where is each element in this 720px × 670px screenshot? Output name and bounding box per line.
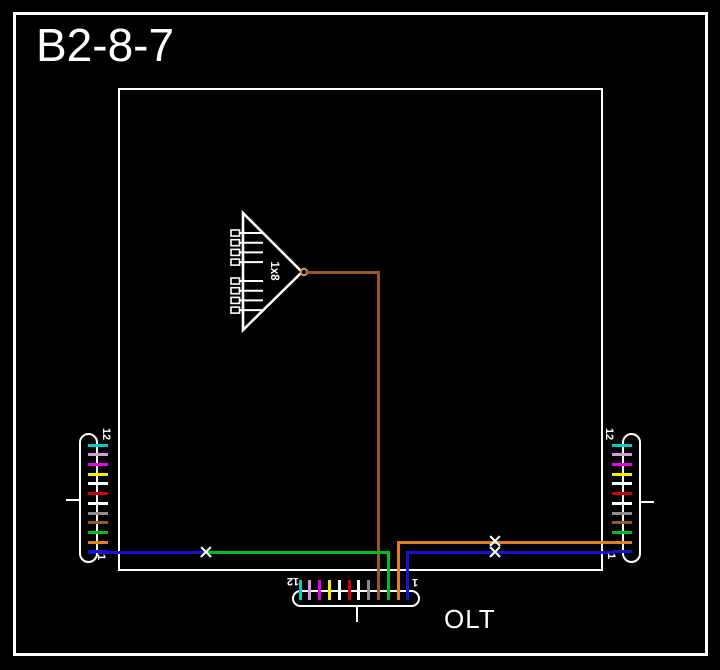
left-connector-fiber-3: [88, 531, 108, 535]
right-connector-fiber-10: [612, 462, 632, 466]
route-blue-right-vertical: [406, 550, 410, 600]
route-orange-right-vertical: [396, 540, 400, 600]
splitter-port-connector-7: [230, 296, 241, 305]
splitter-triangle: [241, 209, 304, 334]
right-connector-fiber-5: [612, 511, 632, 515]
splitter-port-connector-6: [230, 286, 241, 295]
left-connector-fiber-8: [88, 482, 108, 486]
route-blue-right-horizontal: [407, 550, 612, 554]
left-connector-fiber-7: [88, 492, 108, 496]
splitter-port-connector-3: [230, 248, 241, 257]
right-connector-fiber-3: [612, 531, 632, 535]
route-green-horizontal: [206, 550, 390, 554]
splitter-ports: [230, 229, 263, 314]
main-box: [118, 88, 603, 571]
outer-border: [13, 12, 708, 656]
splitter-port-connector-1: [230, 229, 241, 237]
splitter: 1x8: [230, 209, 309, 334]
splice-mark-blue-green: [199, 545, 213, 559]
right-connector-fiber-8: [612, 482, 632, 486]
splitter-port-connector-2: [230, 238, 241, 247]
left-connector-fiber-10: [88, 462, 108, 466]
route-brown-splitter-horizontal: [307, 270, 380, 274]
olt-connector-fiber-4: [376, 580, 380, 600]
olt-connector-tick: [355, 607, 358, 622]
left-connector-fiber-6: [88, 501, 108, 505]
left-connector-body: [79, 433, 98, 563]
route-orange-right-horizontal: [398, 540, 612, 544]
right-connector-fiber-2: [612, 540, 632, 544]
right-connector-fiber-4: [612, 521, 632, 525]
route-blue-left-feeder: [88, 550, 206, 554]
olt-connector-fiber-11: [308, 580, 312, 600]
right-connector-fiber-11: [612, 453, 632, 457]
right-connector-fiber-12: [612, 443, 632, 447]
splice-mark-blue: [488, 546, 502, 560]
olt-caption: OLT: [444, 604, 496, 634]
olt-connector-fiber-3: [386, 580, 390, 600]
olt-connector-fiber-6: [357, 580, 361, 600]
splitter-port-connector-4: [230, 258, 241, 266]
right-connector-tick: [641, 501, 654, 503]
left-connector-fiber-4: [88, 521, 108, 525]
olt-connector-label-1: 1: [411, 576, 419, 588]
splitter-port-connector-8: [230, 306, 241, 314]
left-connector-fiber-11: [88, 453, 108, 457]
route-brown-splitter-vertical: [376, 270, 380, 600]
olt-connector-fiber-5: [367, 580, 371, 600]
left-connector-fiber-5: [88, 511, 108, 515]
right-connector-fiber-9: [612, 472, 632, 476]
page-title: B2-8-7: [36, 19, 175, 71]
right-connector-fiber-6: [612, 501, 632, 505]
olt-connector-fiber-8: [337, 580, 341, 600]
left-connector-label-12: 12: [100, 427, 112, 441]
right-connector-body: [622, 433, 641, 563]
right-connector-fiber-7: [612, 492, 632, 496]
left-connector-fiber-12: [88, 443, 108, 447]
right-connector-fiber-1: [612, 550, 632, 554]
olt-connector-fiber-12: [298, 580, 302, 600]
right-connector-label-12: 12: [603, 427, 615, 441]
left-connector-tick: [66, 499, 79, 501]
left-connector-fiber-9: [88, 472, 108, 476]
route-green-vertical: [386, 550, 390, 600]
olt-connector-fiber-10: [318, 580, 322, 600]
left-connector-fiber-2: [88, 540, 108, 544]
olt-connector-fiber-2: [396, 580, 400, 600]
splitter-port-connector-5: [230, 277, 241, 285]
olt-connector-fiber-9: [327, 580, 331, 600]
splitter-label: 1x8: [268, 261, 280, 281]
olt-connector-body: [292, 590, 420, 607]
left-connector-fiber-1: [88, 550, 108, 554]
olt-connector-fiber-1: [406, 580, 410, 600]
olt-connector-fiber-7: [347, 580, 351, 600]
